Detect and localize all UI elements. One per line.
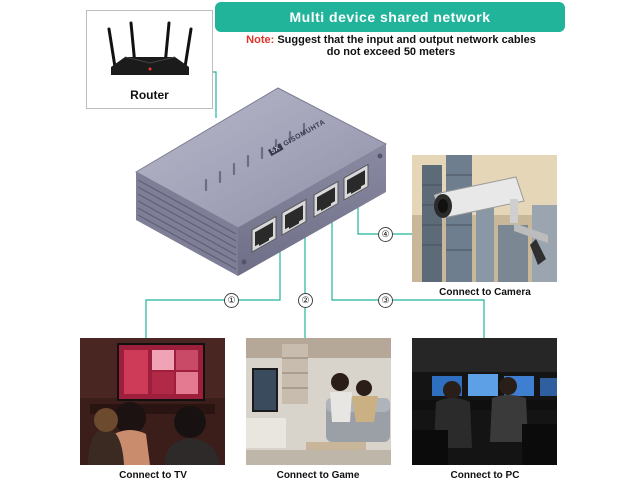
tv-photo (80, 338, 225, 465)
port-number-4: ④ (378, 227, 393, 242)
router-box: Router (86, 10, 213, 109)
caption-camera: Connect to Camera (439, 287, 531, 298)
port-number-2: ② (298, 293, 313, 308)
caption-tv: Connect to TV (119, 470, 187, 481)
router-label: Router (130, 88, 169, 102)
game-photo (246, 338, 391, 465)
note-line-1: Suggest that the input and output networ… (277, 34, 536, 46)
caption-pc: Connect to PC (450, 470, 520, 481)
ethernet-switch (134, 87, 388, 276)
router-icon (107, 21, 193, 75)
security-camera-icon (434, 176, 548, 265)
banner-title: Multi device shared network (215, 2, 565, 32)
camera-photo (412, 155, 557, 282)
cable-length-note: Note: Suggest that the input and output … (224, 34, 558, 58)
note-line-2: do not exceed 50 meters (326, 46, 456, 58)
port-number-3: ③ (378, 293, 393, 308)
note-lead: Note: (246, 34, 275, 46)
caption-game: Connect to Game (276, 470, 360, 481)
pc-photo (412, 338, 557, 465)
port-number-1: ① (224, 293, 239, 308)
